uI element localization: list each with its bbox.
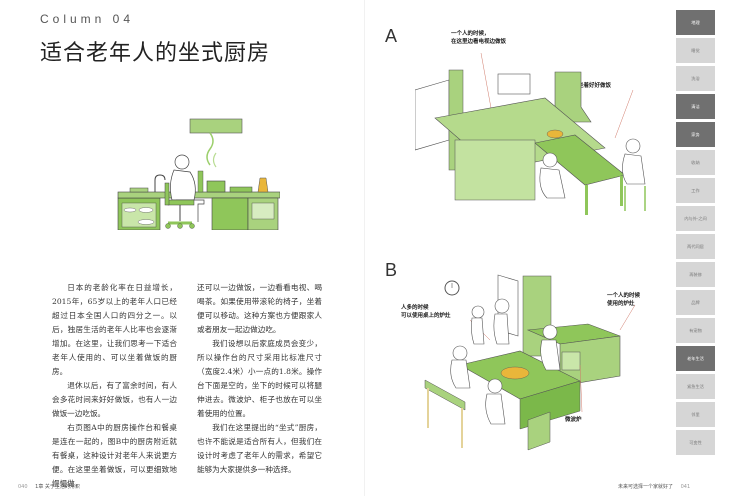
tab-item[interactable]: 家务 [676,122,715,147]
rolling-chair [164,182,195,229]
tab-item[interactable]: 有宠物 [676,318,715,343]
section-tabs: 地理 睡觉 洗浴 清洁 家务 收纳 工作 内与外·之间 两代同居 再装修 品牌 … [676,10,716,458]
left-page: Column 04 适合老年人的坐式厨房 [18,12,322,491]
tab-label: 地理 [691,19,700,25]
wall-cabinet [415,79,450,151]
body-text-column-2: 还可以一边做饭，一边看看电视、喝喝茶。如果使用带滚轮的椅子，坐着便可以移动。这种… [197,281,322,477]
page-title: 适合老年人的坐式厨房 [40,41,271,66]
under-counter [211,197,249,230]
right-footer: 未来可选择一个家就好了 041 [618,483,696,490]
paragraph: 我们设想以后家庭成员会变少，所以操作台的尺寸采用比标准尺寸（宽度2.4米）小一点… [197,339,322,418]
bowl [546,129,564,139]
pot [206,180,226,193]
figure-b-callout-2: 一个人的时候 使用的炉灶 [607,293,641,307]
tab-label: 邻里 [691,411,700,417]
tab-label: 可变性 [689,439,702,445]
tab-item[interactable]: 再装修 [676,262,715,287]
tab-item[interactable]: 睡觉 [676,38,715,63]
page-number: 040 [18,484,28,490]
figure-a-illustration [415,52,646,215]
page-number: 041 [680,484,691,490]
figure-a-callout-1: 一个人的时候， 在这里边看电视边做饭 [451,31,507,45]
tab-item[interactable]: 工作 [676,178,715,203]
column-label: Column 04 [40,12,135,26]
kettle [257,177,269,193]
paragraph: 日本的老龄化率在日益增长，2015年，65岁以上的老年人口已经超过日本全国人口的… [52,283,177,376]
seated-kitchen-illustration [117,118,280,230]
hotpot [500,366,530,380]
tab-item[interactable]: 洗浴 [676,66,715,91]
body-text-column-1: 日本的老龄化率在日益增长，2015年，65岁以上的老年人口已经超过日本全国人口的… [52,281,177,491]
tab-label: 品牌 [691,299,700,305]
tab-item[interactable]: 清洁 [676,94,715,119]
microwave [561,351,581,371]
right-page: A 一个人的时候， 在这里边看电视边做饭 坐着好好做饭 B 人多的时候 可以使用… [365,0,730,496]
counter [117,191,280,199]
tab-item[interactable]: 品牌 [676,290,715,315]
tab-label: 洗浴 [691,75,700,81]
tab-label: 老年生活 [687,355,704,361]
bottle [197,170,204,193]
paragraph: 退休以后，有了富余时间，有人会多花时间来好好做饭，也有人一边做饭一边吃饭。 [52,381,177,418]
seated-person-a1 [539,152,566,199]
figure-b-illustration [424,274,636,451]
figure-b-callout-1: 人多的时候 可以使用桌上的炉灶 [401,305,451,319]
chapter-title: 1章 关于生活的常识 [35,484,80,490]
tab-label: 两代同居 [687,243,704,249]
tab-item[interactable]: 老年生活 [676,346,715,371]
tab-label: 工作 [691,187,700,193]
tab-item[interactable]: 邻里 [676,402,715,427]
paragraph: 我们在这里提出的“坐式”厨房，也许不能说是适合所有人，但我们在设计时考虑了老年人… [197,423,322,474]
tab-item[interactable]: 两代同居 [676,234,715,259]
figure-b-callout-3: 微波炉 [565,417,582,423]
tab-label: 睡觉 [691,47,700,53]
figure-b-label: B [385,260,398,280]
tab-label: 清洁 [691,103,700,109]
steam [206,132,214,166]
figure-a-callout-2: 坐着好好做饭 [578,83,612,89]
chair [527,411,551,451]
tab-label: 有宠物 [689,327,702,333]
running-head: 未来可选择一个家就好了 [618,484,674,490]
tab-label: 再装修 [689,271,702,277]
tab-label: 家务 [691,131,700,137]
tab-item[interactable]: 内与外·之间 [676,206,715,231]
tv [497,73,531,95]
paragraph: 还可以一边做饭，一边看看电视、喝喝茶。如果使用带滚轮的椅子，坐着便可以移动。这种… [197,283,322,334]
page-spine [364,0,365,496]
tab-item[interactable]: 紧急生活 [676,374,715,399]
family-members [450,298,561,425]
faucet [154,174,166,192]
figure-a-label: A [385,26,398,46]
left-footer: 040 1章 关于生活的常识 [18,483,80,490]
tab-label: 紧急生活 [687,383,704,389]
tab-item[interactable]: 地理 [676,10,715,35]
seated-person-a2 [622,138,646,211]
range-hood [189,118,243,134]
tab-item[interactable]: 可变性 [676,430,715,455]
tab-label: 收纳 [691,159,700,165]
paragraph: 右页图A中的厨房操作台和餐桌是连在一起的，图B中的厨房附近就有餐桌，这种设计对老… [52,423,177,488]
bench [424,379,466,411]
tab-label: 内与外·之间 [684,215,707,221]
tab-item[interactable]: 收纳 [676,150,715,175]
